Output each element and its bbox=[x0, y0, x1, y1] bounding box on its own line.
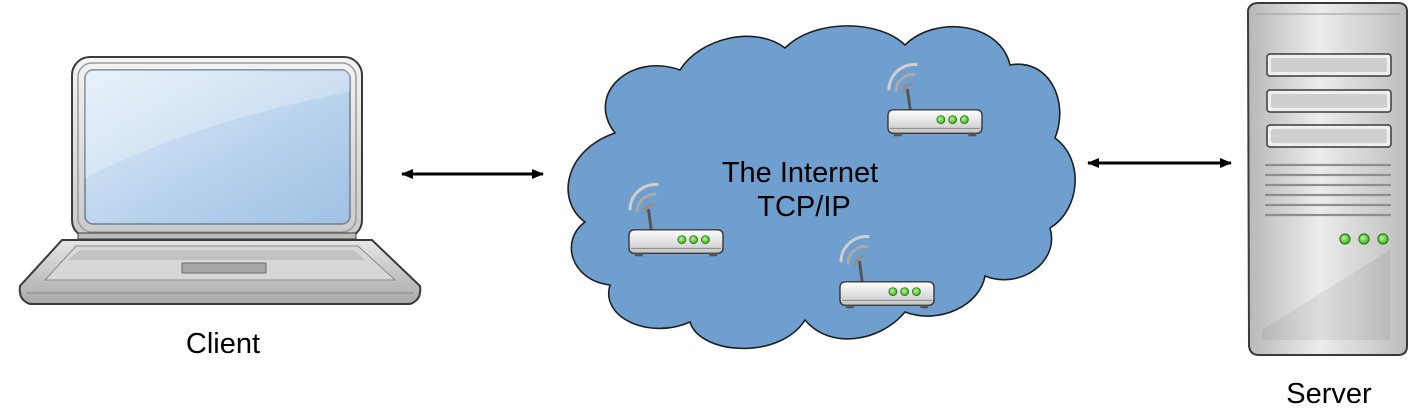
server-label: Server bbox=[1286, 378, 1372, 410]
laptop-icon bbox=[18, 56, 422, 305]
cloud-icon bbox=[567, 25, 1076, 350]
internet-label: The Internet bbox=[722, 157, 878, 189]
client-label: Client bbox=[186, 328, 260, 360]
protocol-label: TCP/IP bbox=[757, 191, 850, 223]
server-tower-icon bbox=[1246, 2, 1408, 356]
